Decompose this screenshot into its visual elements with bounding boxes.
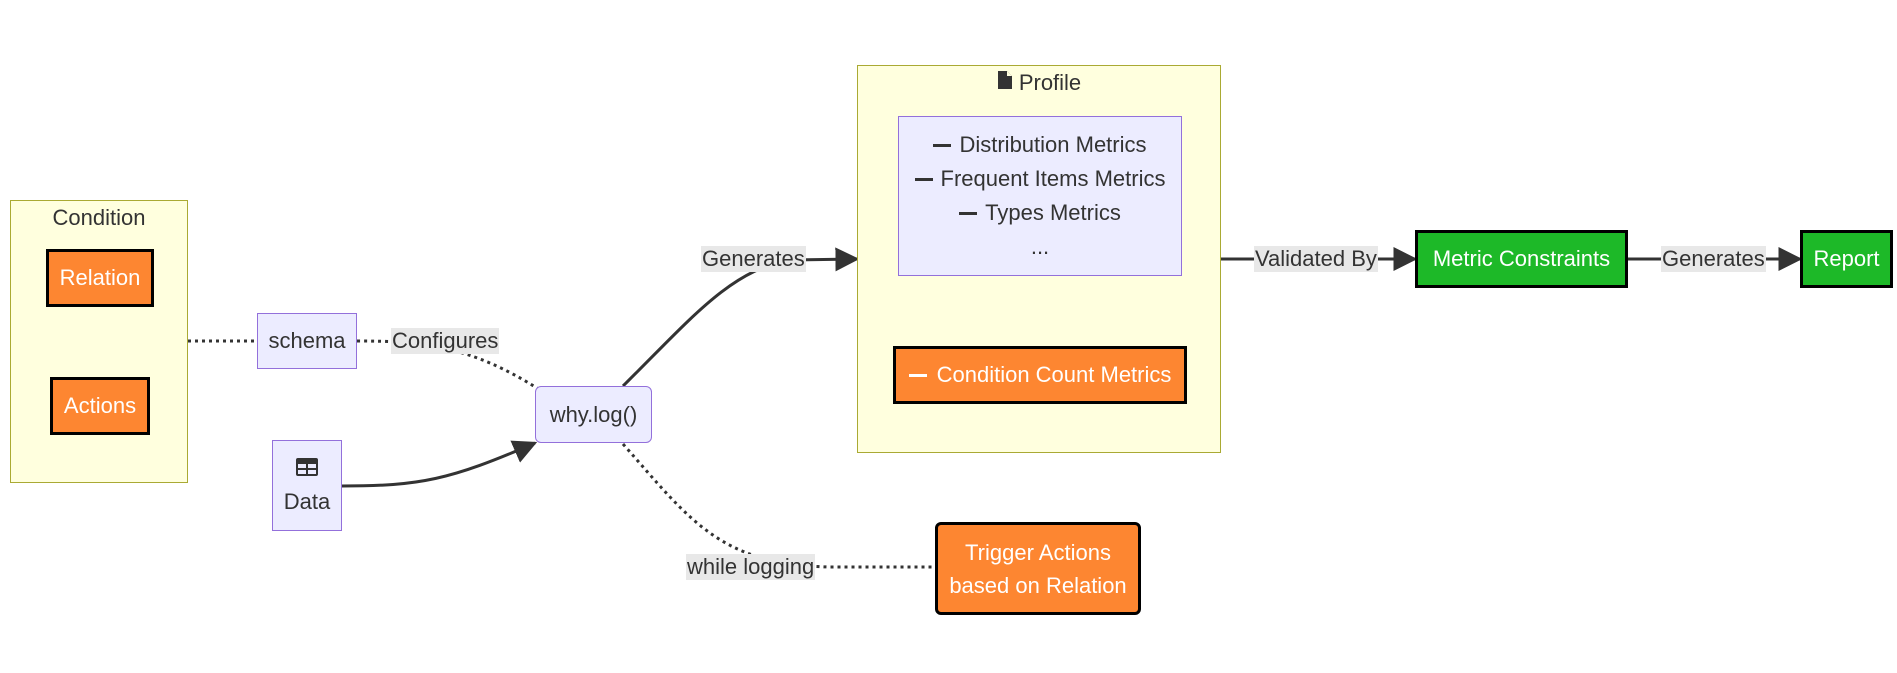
actions-node[interactable]: Actions [50, 377, 150, 435]
edge-whylog-profile [621, 247, 860, 388]
metric-row: ... [1031, 230, 1049, 264]
data-node[interactable]: Data [272, 440, 342, 531]
condition-title: Condition [52, 205, 146, 230]
profile-title-row: Profile [858, 70, 1220, 96]
data-label: Data [283, 488, 331, 514]
edge-label-generates-profile: Generates [701, 246, 806, 272]
metric-label: Frequent Items Metrics [940, 166, 1166, 191]
metric-row: Distribution Metrics [933, 128, 1147, 162]
dash-icon [933, 143, 952, 147]
edge-label-generates-report: Generates [1661, 246, 1766, 272]
metric-label: Types Metrics [985, 200, 1121, 225]
dash-icon [959, 211, 978, 215]
edge-label-while-logging: while logging [686, 554, 816, 580]
whylog-node[interactable]: why.log() [535, 386, 652, 443]
report-node[interactable]: Report [1800, 230, 1893, 288]
trigger-line-1: Trigger Actions [965, 539, 1111, 565]
file-icon [997, 70, 1013, 96]
metric-constraints-node[interactable]: Metric Constraints [1415, 230, 1628, 288]
table-icon [295, 457, 319, 483]
profile-title: Profile [1018, 70, 1082, 95]
metric-label: ... [1030, 234, 1050, 259]
profile-cluster: Profile Distribution Metrics Frequent It… [857, 65, 1221, 453]
metric-row: Types Metrics [959, 196, 1121, 230]
condition-cluster: Condition Relation Actions [10, 200, 188, 483]
edge-data-whylog [341, 440, 538, 488]
dash-icon [908, 373, 927, 377]
trigger-actions-node[interactable]: Trigger Actions based on Relation [935, 522, 1141, 615]
dash-icon [914, 177, 933, 181]
relation-node[interactable]: Relation [46, 249, 154, 307]
condition-count-label: Condition Count Metrics [936, 362, 1172, 387]
edge-label-validated-by: Validated By [1254, 246, 1378, 272]
edge-whylog-trigger [621, 443, 935, 569]
condition-count-node[interactable]: Condition Count Metrics [893, 346, 1187, 404]
edge-schema-whylog [356, 339, 541, 392]
metrics-box: Distribution Metrics Frequent Items Metr… [898, 116, 1182, 276]
metric-row: Frequent Items Metrics [914, 162, 1166, 196]
metric-label: Distribution Metrics [959, 132, 1147, 157]
schema-node[interactable]: schema [257, 313, 357, 369]
trigger-line-2: based on Relation [949, 572, 1127, 598]
edge-label-configures: Configures [391, 328, 500, 354]
